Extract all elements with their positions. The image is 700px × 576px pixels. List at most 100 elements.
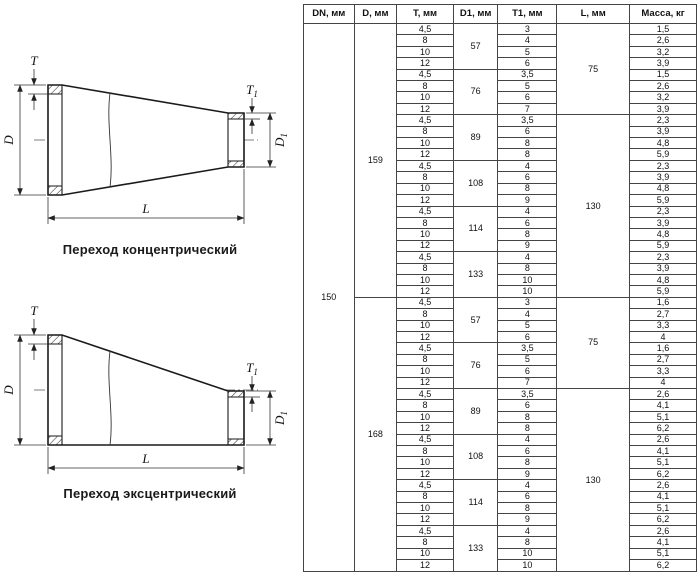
d1-cell: 57 [452, 23, 499, 70]
mass-cell: 5,1 [629, 456, 697, 469]
t-cell: 8 [396, 308, 454, 321]
wall-section-hatch [227, 438, 245, 446]
t1-cell: 8 [497, 262, 558, 275]
wall-section-hatch [47, 435, 63, 446]
mass-cell: 3,3 [629, 365, 697, 378]
l-cell: 75 [556, 22, 631, 116]
t1-cell: 4 [497, 34, 558, 47]
mass-cell: 5,9 [629, 239, 697, 253]
col-header-dn: DN, мм [303, 4, 355, 24]
t-cell: 12 [396, 330, 454, 344]
t1-cell: 8 [497, 182, 558, 196]
d1-cell: 76 [452, 342, 499, 389]
col-header-t: T, мм [396, 4, 454, 24]
t-cell: 4,5 [396, 114, 454, 127]
t-cell: 8 [396, 171, 454, 184]
t-cell: 12 [396, 57, 454, 70]
mass-cell: 2,6 [629, 479, 697, 492]
d-cell: 168 [353, 296, 398, 573]
mass-cell: 6,2 [629, 513, 697, 526]
t1-cell: 6 [497, 57, 558, 70]
t1-cell: 8 [497, 422, 558, 435]
mass-cell: 5,1 [629, 502, 697, 515]
t1-cell: 4 [497, 479, 558, 492]
dim-label-d: D [1, 135, 16, 146]
t1-cell: 6 [497, 171, 558, 184]
t-cell: 10 [396, 273, 454, 287]
wall-section-hatch [227, 390, 245, 398]
t1-cell: 4 [497, 159, 558, 173]
mass-cell: 1,5 [629, 22, 697, 36]
t1-cell: 9 [497, 513, 558, 526]
t1-cell: 3 [497, 296, 558, 310]
wall-section-hatch [47, 84, 63, 95]
eccentric-caption: Переход эксцентрический [63, 486, 237, 501]
t-cell: 10 [396, 410, 454, 424]
mass-cell: 2,6 [629, 524, 697, 538]
weld-seam-line [108, 350, 112, 446]
concentric-caption: Переход концентрический [62, 242, 238, 257]
mass-cell: 3,9 [629, 171, 697, 184]
t1-cell: 5 [497, 319, 558, 332]
t-cell: 8 [396, 445, 454, 458]
mass-cell: 6,2 [629, 559, 697, 572]
t-cell: 10 [396, 137, 454, 150]
wall-section-hatch [47, 334, 63, 345]
mass-cell: 2,3 [629, 159, 697, 173]
weld-seam-line [108, 92, 112, 188]
t1-cell: 4 [497, 251, 558, 264]
t-cell: 12 [396, 148, 454, 161]
t1-cell: 6 [497, 445, 558, 458]
t1-cell: 8 [497, 228, 558, 241]
table-pane: DN, мм D, мм T, мм D1, мм T1, мм L, мм М… [303, 4, 697, 573]
d-cell: 159 [353, 23, 398, 298]
t-cell: 8 [396, 80, 454, 93]
t-cell: 8 [396, 262, 454, 275]
l-cell: 130 [556, 114, 631, 298]
d1-cell: 114 [452, 205, 499, 253]
t1-cell: 8 [497, 502, 558, 515]
mass-cell: 1,6 [629, 342, 697, 355]
t1-cell: 3,5 [497, 114, 558, 127]
t-cell: 12 [396, 376, 454, 390]
t1-cell: 9 [497, 467, 558, 481]
mass-cell: 4,8 [629, 182, 697, 196]
mass-cell: 3,9 [629, 57, 697, 70]
mass-cell: 2,7 [629, 308, 697, 321]
t-cell: 10 [396, 182, 454, 196]
mass-cell: 4 [629, 376, 697, 390]
dim-label-t: T [30, 303, 38, 318]
concentric-reducer-drawing: D T T1 D1 L [1, 53, 289, 224]
t1-cell: 9 [497, 194, 558, 207]
mass-cell: 6,2 [629, 422, 697, 435]
t-cell: 4,5 [396, 433, 454, 447]
t-cell: 12 [396, 194, 454, 207]
t1-cell: 3 [497, 22, 558, 36]
mass-cell: 4,1 [629, 445, 697, 458]
mass-cell: 1,5 [629, 68, 697, 82]
t-cell: 4,5 [396, 387, 454, 401]
t1-cell: 3,5 [497, 387, 558, 401]
mass-cell: 4,1 [629, 490, 697, 504]
t1-cell: 6 [497, 125, 558, 139]
d1-cell: 133 [452, 251, 499, 298]
dn-cell: 150 [303, 23, 355, 572]
mass-cell: 1,6 [629, 296, 697, 310]
mass-cell: 4,1 [629, 399, 697, 412]
wall-section-hatch [227, 160, 245, 168]
dimensions-table: DN, мм D, мм T, мм D1, мм T1, мм L, мм М… [303, 4, 697, 573]
t1-cell: 4 [497, 433, 558, 447]
t1-cell: 7 [497, 102, 558, 116]
